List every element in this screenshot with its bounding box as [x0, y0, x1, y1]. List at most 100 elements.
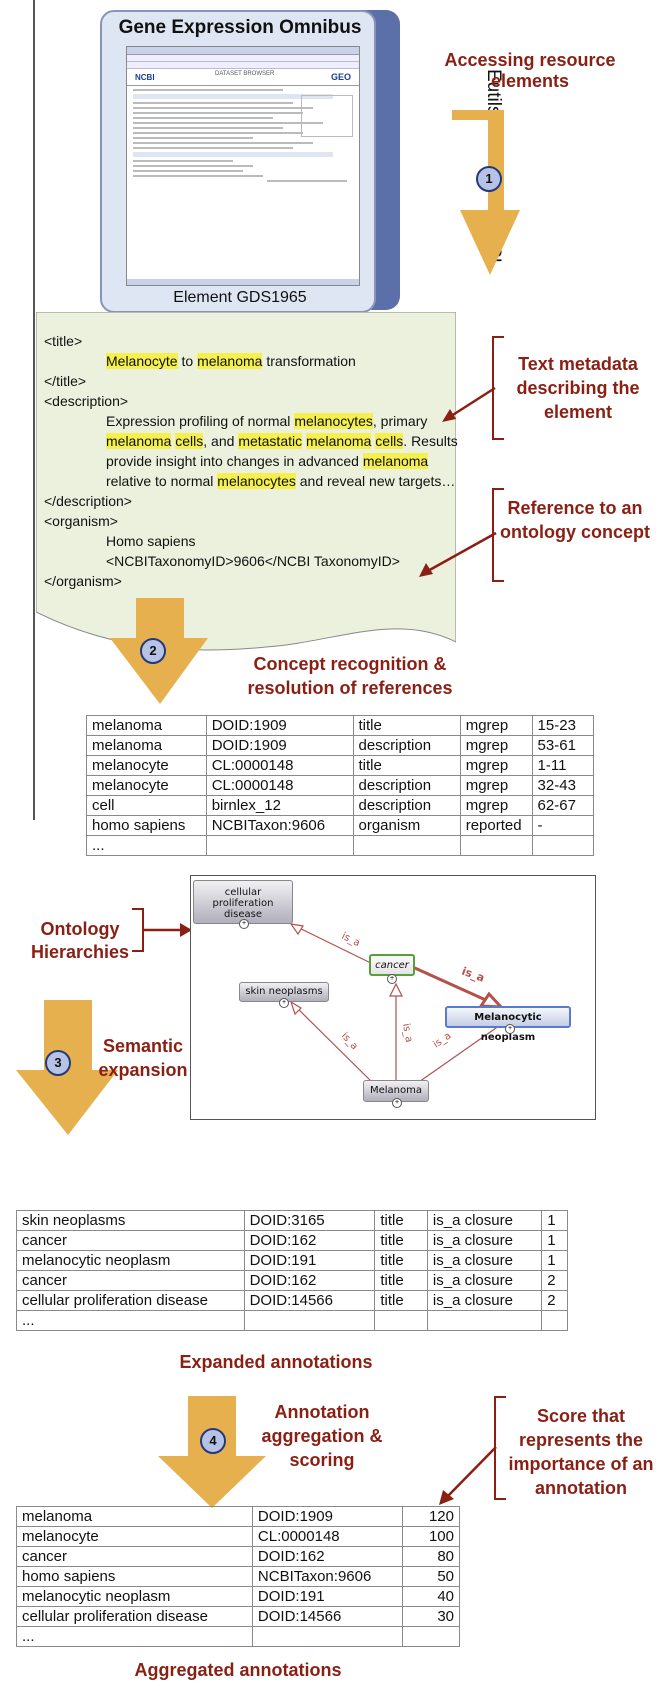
table-cell: melanoma	[86, 715, 207, 736]
table-cell: description	[352, 795, 461, 816]
xml-tag-organism-open: <organism>	[44, 513, 118, 529]
table-cell: DOID:14566	[251, 1606, 404, 1627]
node-skin-label: skin neoplasms	[245, 986, 323, 997]
expand-icon[interactable]: +	[392, 1098, 402, 1108]
xml-tag-description-open: <description>	[44, 393, 129, 409]
node-cancer-label: cancer	[375, 960, 409, 971]
table-cell: melanocyte	[86, 775, 207, 796]
table-cell: NCBITaxon:9606	[251, 1566, 404, 1587]
table-cell: 2	[541, 1270, 568, 1291]
table-cell: 1	[541, 1250, 568, 1271]
table-cell: 1	[541, 1230, 568, 1251]
table-cell: DOID:162	[243, 1270, 376, 1291]
node-cancer[interactable]: cancer	[369, 954, 415, 976]
table-cell: CL:0000148	[251, 1526, 404, 1547]
table-cell: cancer	[16, 1230, 245, 1251]
label-semantic-expansion: Semantic expansion	[98, 1036, 188, 1080]
table-cell: cellular proliferation disease	[16, 1606, 253, 1627]
xml-metadata: <title> Melanocyte to melanoma transform…	[44, 331, 458, 591]
ontology-edges: is_a is_a is_a is_a is_a	[289, 923, 514, 1092]
node-cellular-proliferation-disease[interactable]: cellular proliferation disease	[193, 880, 293, 924]
expand-icon[interactable]: +	[239, 919, 249, 929]
table-cell: DOID:191	[251, 1586, 404, 1607]
edge-label-is-a-3: is_a	[400, 1023, 414, 1044]
table-cell: cell	[86, 795, 207, 816]
arrow-step-1	[452, 110, 520, 275]
label-text-metadata: Text metadata describing the element	[516, 354, 640, 422]
node-cellular-label: cellular proliferation disease	[212, 887, 274, 920]
arrow-text-metadata	[442, 386, 496, 422]
table-row: ...	[16, 1626, 460, 1647]
xml-organism-name: Homo sapiens	[106, 533, 196, 549]
table-cell: CL:0000148	[205, 755, 354, 776]
table-cell	[531, 835, 595, 856]
xml-tag-title-open: <title>	[44, 333, 83, 349]
table-cell: title	[374, 1290, 428, 1311]
table-cell: cancer	[16, 1270, 245, 1291]
edge-label-is-a-5: is_a	[460, 965, 486, 985]
node-melanocytic-label: Melanocytic neoplasm	[474, 1012, 542, 1043]
table-cell: melanocyte	[86, 755, 207, 776]
geo-window: Gene Expression Omnibus NCBI DATASET BRO…	[100, 10, 504, 313]
table-cell: 62-67	[531, 795, 595, 816]
table-cell	[251, 1626, 404, 1647]
table-cell: melanoma	[86, 735, 207, 756]
table-cell: organism	[352, 815, 461, 836]
expand-icon[interactable]: +	[279, 998, 289, 1008]
table-cell	[402, 1626, 460, 1647]
step-3-badge: 3	[45, 1050, 71, 1076]
xml-description-line-1: Expression profiling of normal melanocyt…	[106, 413, 428, 429]
table-cell: melanoma	[16, 1506, 253, 1527]
table-cell: DOID:1909	[205, 715, 354, 736]
table-cell: DOID:3165	[243, 1210, 376, 1231]
table-cell: reported	[459, 815, 533, 836]
table-cell: is_a closure	[426, 1270, 543, 1291]
arrow-ontology	[142, 923, 192, 937]
xml-description-line-4: relative to normal melanocytes and revea…	[106, 473, 456, 489]
table-cell: mgrep	[459, 735, 533, 756]
table-cell: 53-61	[531, 735, 595, 756]
table-cell: ...	[86, 835, 207, 856]
table-cell: is_a closure	[426, 1290, 543, 1311]
left-divider	[33, 0, 35, 820]
table-cell: 1	[541, 1210, 568, 1231]
expand-icon[interactable]: +	[387, 974, 397, 984]
xml-tag-description-close: </description>	[44, 493, 132, 509]
step-4-badge: 4	[200, 1428, 226, 1454]
table-cell: 30	[402, 1606, 460, 1627]
table-cell: cellular proliferation disease	[16, 1290, 245, 1311]
table-cell	[352, 835, 461, 856]
table-cell	[243, 1310, 376, 1331]
table-row: ...	[16, 1310, 568, 1331]
table-cell: 1-11	[531, 755, 595, 776]
label-accessing: Accessing resource elements	[444, 50, 616, 91]
table-cell: 32-43	[531, 775, 595, 796]
step-2-badge: 2	[140, 638, 166, 664]
table-cell: title	[374, 1270, 428, 1291]
edge-label-is-a-1: is_a	[340, 931, 362, 949]
table-cell	[374, 1310, 428, 1331]
table-cell: DOID:1909	[251, 1506, 404, 1527]
arrow-reference	[419, 531, 497, 577]
table-cell: homo sapiens	[16, 1566, 253, 1587]
expand-icon[interactable]: +	[505, 1024, 515, 1034]
table-cell: cancer	[16, 1546, 253, 1567]
node-melanocytic-neoplasm[interactable]: Melanocytic neoplasm	[445, 1006, 571, 1043]
geo-element-label: Element GDS1965	[173, 289, 307, 306]
label-concept-recognition: Concept recognition & resolution of refe…	[247, 654, 453, 698]
table-cell: 15-23	[531, 715, 595, 736]
table-cell: ...	[16, 1310, 245, 1331]
xml-description-line-2: melanoma cells, and metastatic melanoma …	[106, 433, 458, 449]
table-cell: is_a closure	[426, 1250, 543, 1271]
